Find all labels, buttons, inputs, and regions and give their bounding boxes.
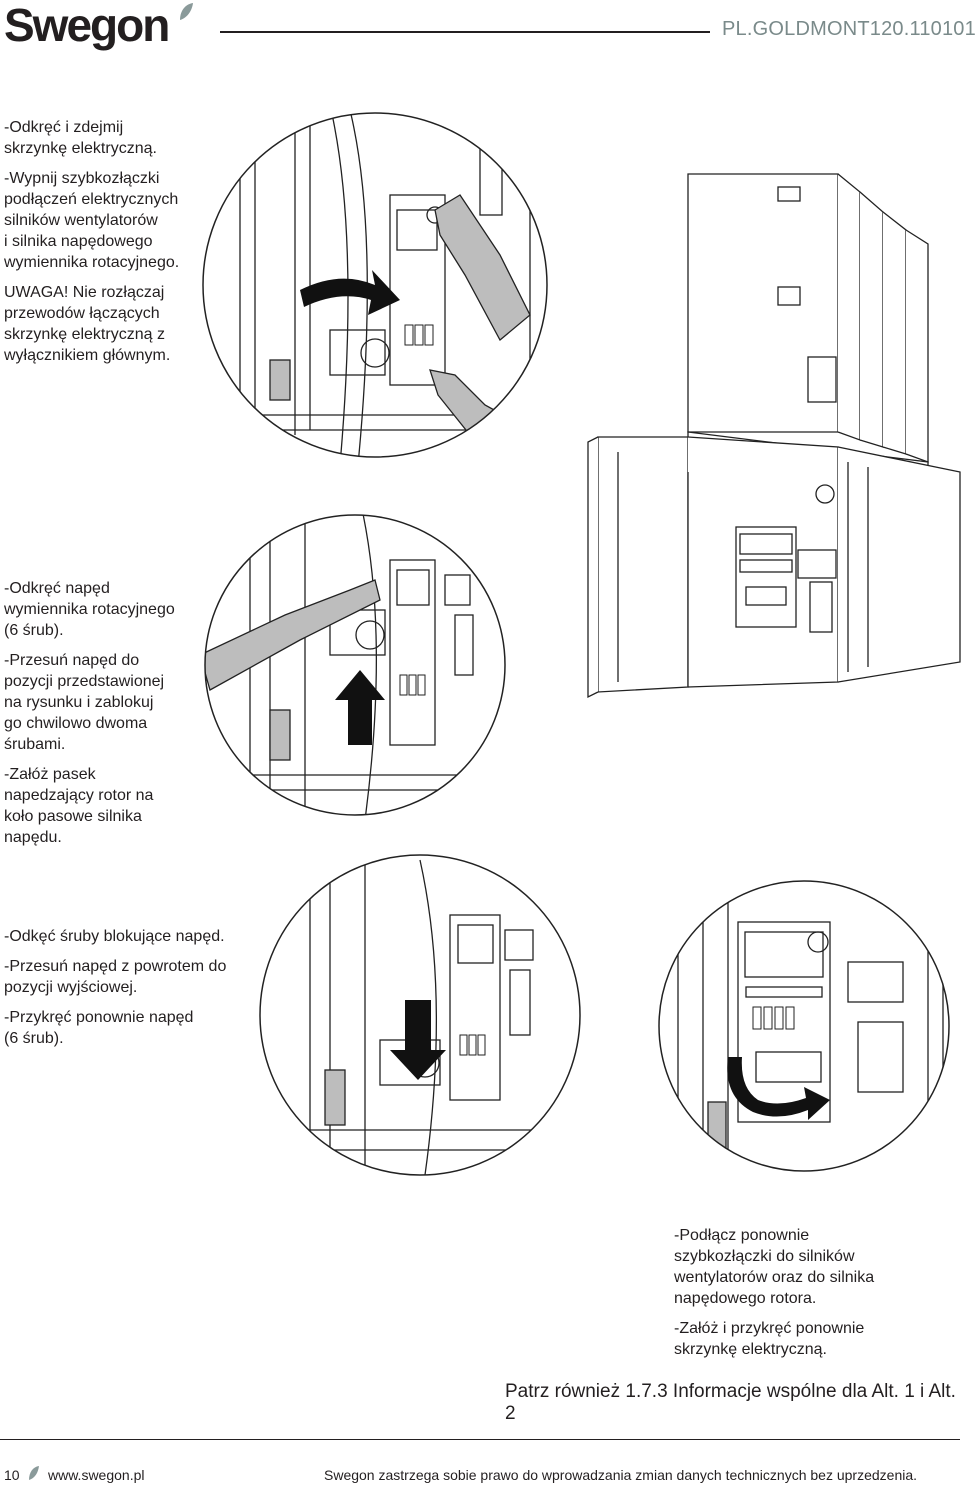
footer-leaf-icon bbox=[29, 1466, 39, 1480]
step-2-text: -Odkręć napęd wymiennika rotacyjnego (6 … bbox=[4, 578, 204, 857]
swegon-logo: Swegon bbox=[4, 0, 170, 51]
step-4-text: -Podłącz ponownie szybkozłączki do silni… bbox=[674, 1225, 944, 1369]
footer-rule bbox=[0, 1439, 960, 1440]
step-2-paragraph: -Odkręć napęd wymiennika rotacyjnego (6 … bbox=[4, 580, 175, 639]
website-link[interactable]: www.swegon.pl bbox=[48, 1467, 145, 1483]
footer-disclaimer: Swegon zastrzega sobie prawo do wprowadz… bbox=[324, 1467, 918, 1483]
down-arrow-icon bbox=[390, 1000, 446, 1080]
page-number: 10 bbox=[4, 1467, 20, 1483]
step-2-paragraph: -Przesuń napęd do pozycji przedstawionej… bbox=[4, 652, 165, 753]
illustration-reinstall-electrical-box bbox=[658, 880, 950, 1172]
step-4-paragraph: -Podłącz ponownie szybkozłączki do silni… bbox=[674, 1227, 875, 1307]
up-arrow-icon bbox=[335, 670, 385, 745]
illustration-move-drive bbox=[204, 514, 506, 816]
step-3-paragraph: -Odkęć śruby blokujące napęd. bbox=[4, 928, 225, 945]
illustration-remove-electrical-box bbox=[202, 112, 548, 458]
step-2-paragraph: -Załóż pasek napedzający rotor na koło p… bbox=[4, 766, 154, 846]
rotate-arrow-icon bbox=[300, 270, 400, 315]
step-1-text: -Odkręć i zdejmij skrzynkę elektryczną. … bbox=[4, 117, 204, 375]
step-3-text: -Odkęć śruby blokujące napęd. -Przesuń n… bbox=[4, 926, 254, 1058]
step-1-paragraph: -Odkręć i zdejmij skrzynkę elektryczną. bbox=[4, 119, 157, 157]
curved-arrow-icon bbox=[727, 1057, 830, 1120]
see-also-reference: Patrz również 1.7.3 Informacje wspólne d… bbox=[505, 1381, 956, 1424]
document-code: PL.GOLDMONT120.110101 bbox=[722, 18, 976, 40]
step-3-paragraph: -Przesuń napęd z powrotem do pozycji wyj… bbox=[4, 958, 227, 996]
step-1-paragraph: -Wypnij szybkozłączki podłączeń elektryc… bbox=[4, 170, 180, 271]
step-1-paragraph: UWAGA! Nie rozłączaj przewodów łączących… bbox=[4, 284, 171, 364]
header-rule bbox=[220, 31, 710, 33]
illustration-unit-overview bbox=[587, 173, 961, 699]
leaf-icon bbox=[180, 3, 193, 20]
step-3-paragraph: -Przykręć ponownie napęd (6 śrub). bbox=[4, 1009, 194, 1047]
illustration-move-drive-back bbox=[259, 854, 581, 1176]
step-4-paragraph: -Załóż i przykręć ponownie skrzynkę elek… bbox=[674, 1320, 865, 1358]
